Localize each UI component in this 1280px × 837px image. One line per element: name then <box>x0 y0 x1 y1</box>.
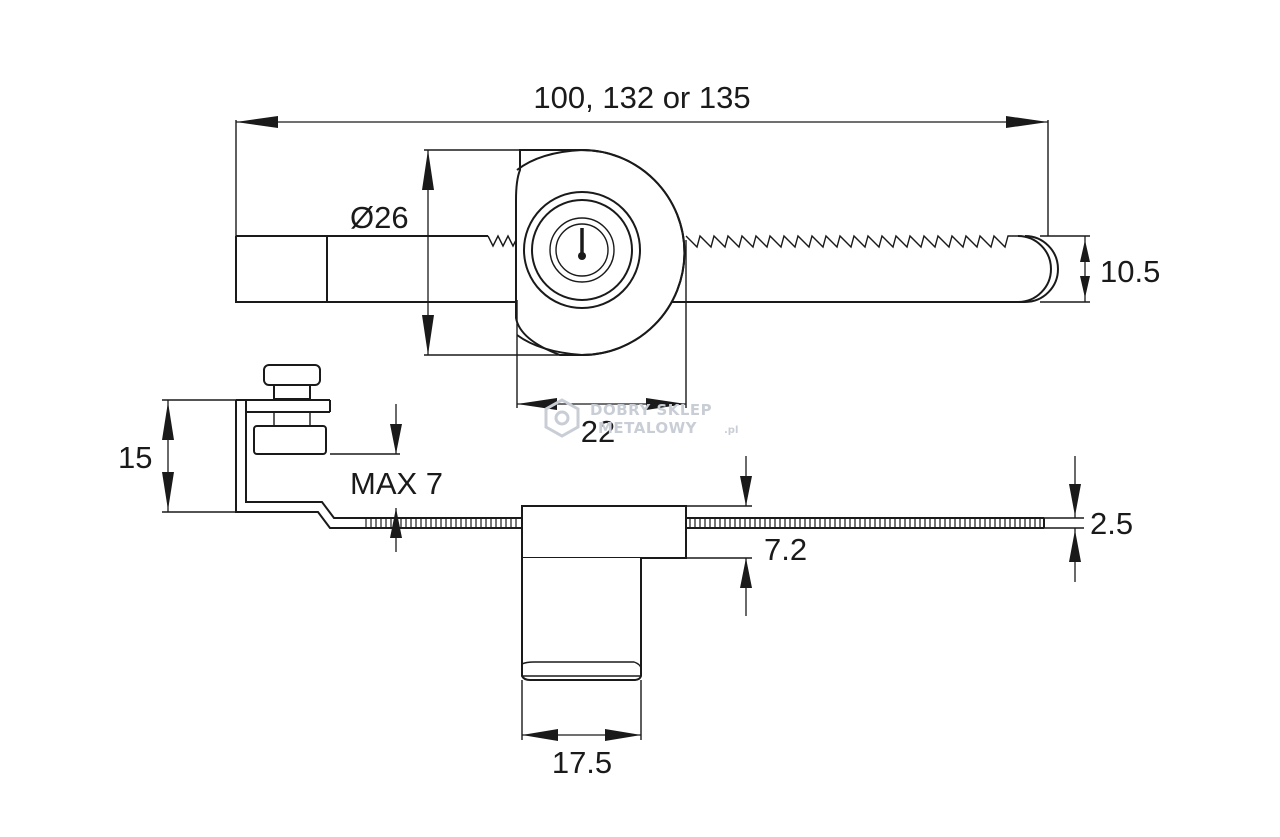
bracket-height-dimension: 15 <box>118 399 236 513</box>
locking-bar <box>235 234 1059 303</box>
cylinder-outer <box>523 191 641 309</box>
keyhole-icon <box>578 228 586 260</box>
bar-height-dimension: 10.5 <box>1040 235 1160 303</box>
overall-length-dimension: 100, 132 or 135 <box>235 80 1049 236</box>
housing-width-dimension: 22 <box>516 240 687 449</box>
bar-thickness-dimension: 2.5 <box>1044 456 1133 582</box>
bar-ribbing <box>365 519 1041 527</box>
side-view: 15 MAX 7 <box>118 364 1133 780</box>
bracket-height-label: 15 <box>118 440 152 475</box>
diameter-dimension: Ø26 <box>350 149 560 356</box>
housing-thickness-dimension: 7.2 <box>686 456 807 616</box>
overall-length-label: 100, 132 or 135 <box>533 80 750 115</box>
side-bar <box>330 517 1045 529</box>
max-thickness-dimension: MAX 7 <box>330 404 443 552</box>
watermark-suffix: .pl <box>724 425 738 436</box>
top-view: 100, 132 or 135 <box>235 80 1160 449</box>
side-housing <box>521 505 687 559</box>
side-cylinder <box>521 558 642 681</box>
clamp-block <box>253 425 327 455</box>
watermark-logo: DOBRY SKLEP METALOWY .pl <box>544 398 738 438</box>
watermark-line2: METALOWY <box>598 419 698 437</box>
housing-thickness-label: 7.2 <box>764 532 807 567</box>
screw-head <box>263 364 321 386</box>
cylinder-width-dimension: 17.5 <box>521 680 642 780</box>
bracket <box>235 364 520 529</box>
lock-housing <box>515 148 686 357</box>
bar-thickness-label: 2.5 <box>1090 506 1133 541</box>
housing-width-label: 22 <box>581 414 615 449</box>
diameter-label: Ø26 <box>350 200 409 235</box>
watermark-line1: DOBRY SKLEP <box>590 401 712 419</box>
max-thickness-label: MAX 7 <box>350 466 443 501</box>
rack-teeth <box>685 234 1018 249</box>
cylinder-width-label: 17.5 <box>552 745 612 780</box>
bar-height-label: 10.5 <box>1100 254 1160 289</box>
